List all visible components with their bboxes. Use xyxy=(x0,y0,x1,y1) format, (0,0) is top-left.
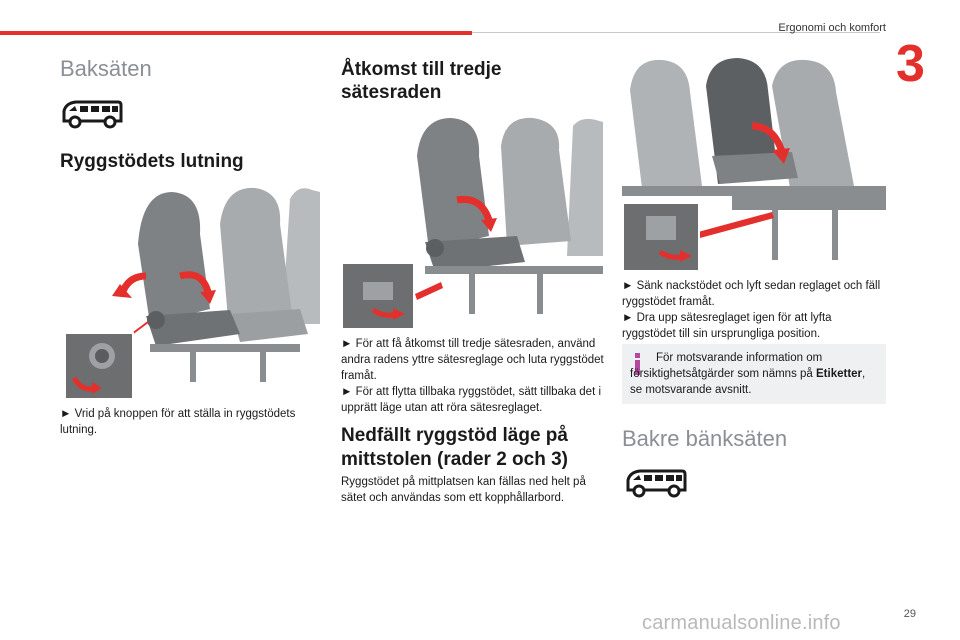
recline-knob-inset xyxy=(64,332,134,400)
knob-detail-svg xyxy=(66,334,132,398)
section-heading-baksaten: Baksäten xyxy=(60,56,152,81)
center-seat-fold-illustration xyxy=(622,56,886,272)
van-icon xyxy=(62,100,123,129)
third-row-svg xyxy=(341,116,603,330)
seat-lever-inset xyxy=(341,262,415,330)
header-accent-bar xyxy=(0,31,472,35)
info-text-main: För motsvarande information om försiktig… xyxy=(630,352,823,380)
description-cupholder-table: Ryggstödet på mittplatsen kan fällas ned… xyxy=(341,476,586,504)
page-number: 29 xyxy=(903,608,916,620)
chapter-title: Ergonomi och komfort xyxy=(778,22,886,34)
info-text-bold: Etiketter xyxy=(816,368,863,380)
instruction-recline: ► Vrid på knoppen för att ställa in rygg… xyxy=(60,408,296,436)
subheading-ryggstodets-lutning: Ryggstödets lutning xyxy=(60,151,244,172)
headrest-detail-svg xyxy=(624,204,698,270)
info-text: För motsvarande information om försiktig… xyxy=(630,350,878,398)
heading-bakre-banksaten: Bakre bänksäten xyxy=(622,426,788,451)
instruction-raise-backrest: ► Dra upp sätesreglaget igen för att lyf… xyxy=(622,312,832,340)
info-box-labels: För motsvarande information om försiktig… xyxy=(622,344,886,404)
heading-nedfallt-ryggstod: Nedfällt ryggstöd läge på mittstolen (ra… xyxy=(341,425,568,470)
instruction-access-third-row: ► För att få åtkomst till tredje sätesra… xyxy=(341,338,604,382)
instruction-return-backrest: ► För att flytta tillbaka ryggstödet, sä… xyxy=(341,386,602,414)
watermark: carmanualsonline.info xyxy=(642,612,841,634)
center-fold-svg xyxy=(622,56,886,272)
instruction-lower-headrest: ► Sänk nackstödet och lyft sedan reglage… xyxy=(622,280,881,308)
chapter-number: 3 xyxy=(896,35,925,93)
info-text-tail: , se motsvarande avsnitt. xyxy=(630,368,866,396)
info-icon xyxy=(635,353,640,375)
third-row-access-illustration xyxy=(341,116,603,330)
heading-atkomst-tredje: Åtkomst till tredje sätesraden xyxy=(341,59,502,103)
van-icon-2 xyxy=(626,469,687,498)
lever-detail-svg xyxy=(343,264,413,328)
header-rule xyxy=(472,32,880,33)
headrest-lever-inset xyxy=(622,202,700,272)
seat-recline-illustration xyxy=(60,184,320,400)
